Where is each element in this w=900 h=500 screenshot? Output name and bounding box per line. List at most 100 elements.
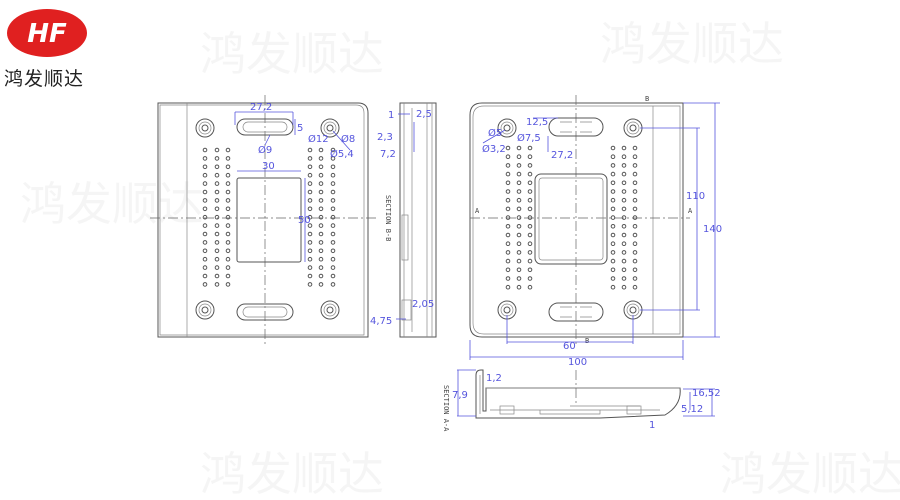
vent-hole xyxy=(505,241,511,246)
section-mark-a: A xyxy=(688,207,693,215)
vent-hole xyxy=(202,273,208,279)
vent-hole xyxy=(610,171,616,177)
vent-hole xyxy=(214,189,220,195)
vent-hole xyxy=(621,224,627,229)
vent-hole xyxy=(330,172,336,178)
vent-hole xyxy=(330,147,336,153)
dim-side-5: 2,05 xyxy=(412,299,434,310)
watermark: 鸿发顺达 xyxy=(200,447,384,500)
vent-hole xyxy=(516,250,522,255)
vent-hole xyxy=(307,156,313,161)
vent-hole xyxy=(632,145,638,151)
vent-hole xyxy=(202,248,208,254)
vent-hole xyxy=(318,214,324,220)
vent-hole xyxy=(225,189,231,195)
vent-hole xyxy=(330,265,336,270)
vent-hole xyxy=(610,224,616,229)
vent-hole xyxy=(307,231,313,237)
back-view: A A B B Ø5 Ø3,2 Ø7,5 12,5 27,2 110 140 6… xyxy=(469,95,722,368)
vent-hole xyxy=(202,164,208,170)
vent-hole xyxy=(307,223,313,228)
mounting-boss-ring xyxy=(198,303,212,317)
vent-hole xyxy=(527,154,533,159)
vent-hole xyxy=(632,215,638,220)
vent-hole xyxy=(505,267,511,273)
vent-hole xyxy=(214,223,220,228)
mounting-boss-ring xyxy=(323,303,337,317)
vent-hole xyxy=(632,276,638,281)
vent-hole xyxy=(610,284,616,290)
vent-hole xyxy=(621,197,627,203)
vent-hole xyxy=(318,189,324,195)
vent-hole xyxy=(632,232,638,238)
vent-hole xyxy=(330,206,336,212)
vent-hole xyxy=(621,250,627,255)
vent-hole xyxy=(621,215,627,220)
dim-slot-w: 27,2 xyxy=(551,150,573,161)
vent-hole xyxy=(505,189,511,194)
vent-hole xyxy=(330,156,336,161)
vent-hole xyxy=(202,189,208,195)
vent-hole xyxy=(516,197,522,203)
vent-hole xyxy=(214,282,220,287)
dim-floor: 1 xyxy=(649,420,655,431)
side-view: SECTION B-B 1 2,5 2,3 7,2 2,05 4,75 xyxy=(370,102,437,338)
vent-hole xyxy=(610,180,616,186)
vent-hole xyxy=(610,241,616,246)
mounting-boss-hole xyxy=(629,124,637,132)
vent-hole xyxy=(505,232,511,238)
mounting-boss-ring xyxy=(500,303,514,317)
mounting-boss-hole xyxy=(201,124,209,132)
vent-hole xyxy=(527,145,533,151)
logo-text: HF xyxy=(27,19,67,49)
dim-side-3: 2,3 xyxy=(377,132,393,143)
vent-hole xyxy=(214,273,220,279)
vent-hole xyxy=(318,156,324,161)
vent-hole xyxy=(610,250,616,255)
vent-hole xyxy=(632,171,638,177)
vent-hole xyxy=(307,240,313,245)
mounting-boss xyxy=(195,300,215,320)
vent-hole xyxy=(330,282,336,287)
watermark: 鸿发顺达 xyxy=(200,27,384,81)
vent-hole xyxy=(214,147,220,153)
vent-hole xyxy=(632,180,638,186)
vent-hole xyxy=(505,171,511,177)
vent-hole xyxy=(527,215,533,220)
vent-hole xyxy=(516,267,522,273)
vent-hole xyxy=(621,180,627,186)
vent-hole xyxy=(214,231,220,237)
mounting-boss xyxy=(320,300,340,320)
vent-hole xyxy=(610,258,616,264)
vent-hole xyxy=(318,172,324,178)
vent-hole xyxy=(307,198,313,203)
vent-hole xyxy=(527,224,533,229)
watermark: 鸿发顺达 xyxy=(600,17,784,71)
vent-hole xyxy=(505,215,511,220)
vent-hole xyxy=(202,172,208,178)
vent-hole xyxy=(505,224,511,229)
front-view: 27,2 5 Ø9 Ø12 Ø8 Ø5,4 30 50 xyxy=(150,95,378,345)
vent-hole xyxy=(516,241,522,246)
vent-hole xyxy=(330,189,336,195)
vent-hole xyxy=(621,232,627,238)
vent-hole xyxy=(318,248,324,254)
dim-slot-width: 27,2 xyxy=(250,102,272,113)
vent-hole xyxy=(527,197,533,203)
mounting-boss-ring xyxy=(323,121,337,135)
vent-hole xyxy=(307,181,313,186)
vent-hole xyxy=(527,180,533,186)
vent-hole xyxy=(621,258,627,264)
vent-hole xyxy=(214,248,220,254)
vent-hole xyxy=(225,282,231,287)
vent-hole xyxy=(330,231,336,237)
dim-boss-mid: Ø8 xyxy=(341,133,355,145)
vent-hole xyxy=(527,250,533,255)
mounting-boss-hole xyxy=(201,306,209,314)
mounting-boss-ring xyxy=(626,303,640,317)
vent-hole xyxy=(632,284,638,290)
vent-hole xyxy=(610,197,616,203)
section-mark-a: A xyxy=(475,207,480,215)
vent-hole xyxy=(516,284,522,290)
